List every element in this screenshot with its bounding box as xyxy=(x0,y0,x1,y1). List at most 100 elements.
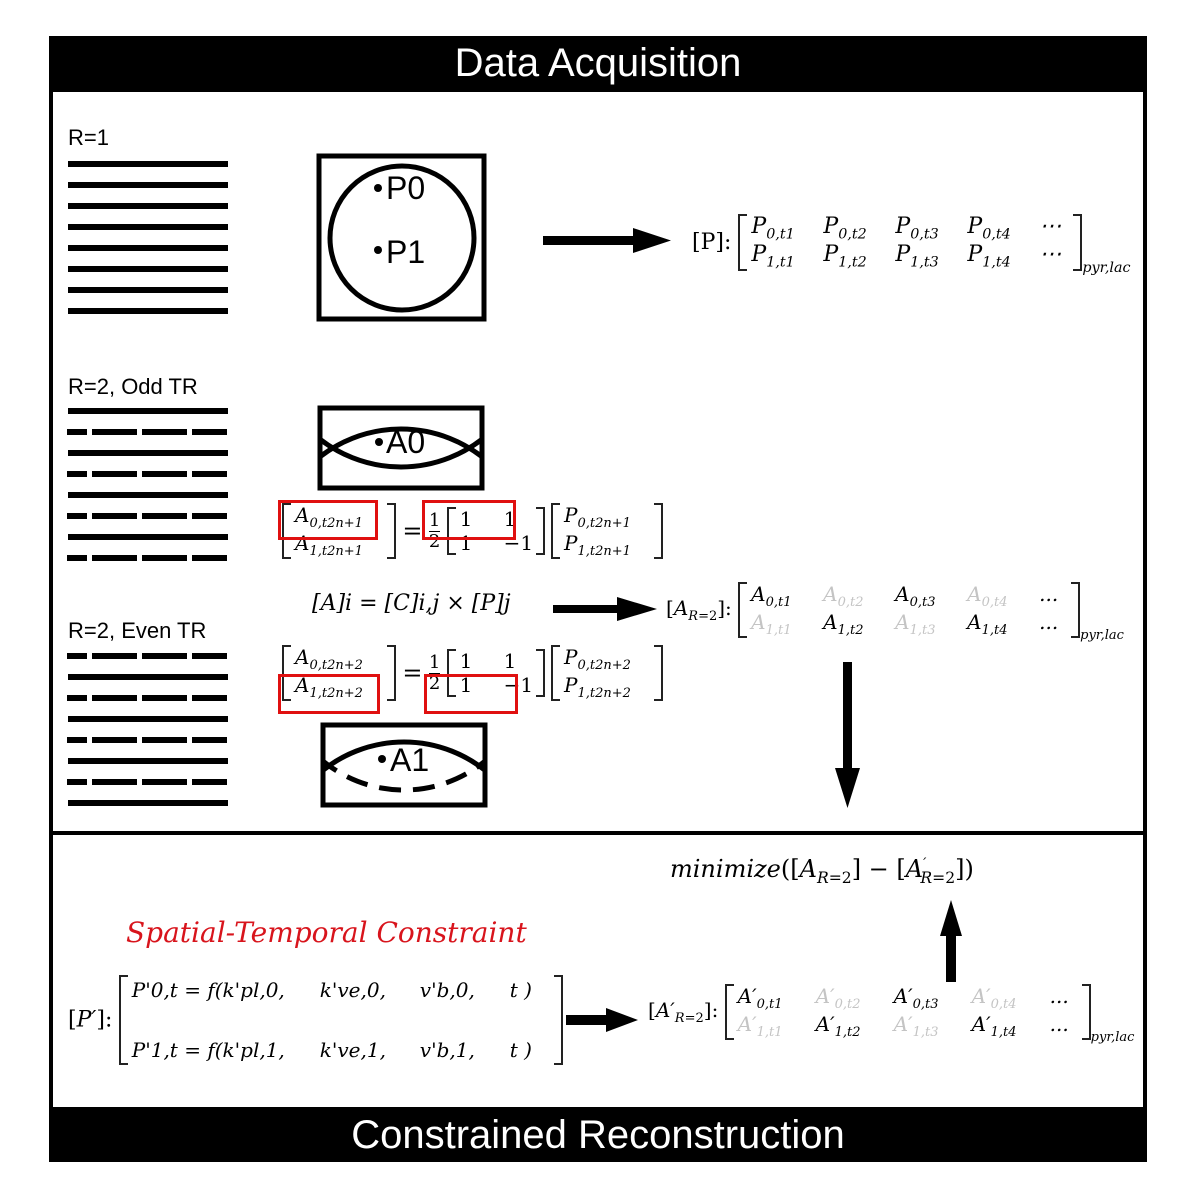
r2-odd-skipped-line-dash xyxy=(192,555,227,561)
p-matrix-cell: P1,t1 xyxy=(751,242,795,271)
even-rhs-cell: P0,t2n+2 xyxy=(564,645,631,673)
r2-odd-skipped-line-dash xyxy=(67,555,87,561)
r2-even-skipped-line-dash xyxy=(192,779,227,785)
p-prime-cell: k've,0, xyxy=(319,978,386,1002)
arrow-right-3 xyxy=(566,1008,638,1032)
r2-odd-acquired-line xyxy=(68,408,228,414)
p-matrix-cell: P0,t4 xyxy=(967,214,1011,243)
even-lhs-row: A1,t2n+2 xyxy=(295,673,383,701)
point-p0-dot xyxy=(374,184,382,192)
a-prime-matrix-cell: ... xyxy=(1049,1012,1069,1036)
a-prime-r2-subscript: pyr,lac xyxy=(1090,1029,1135,1045)
r2-odd-skipped-line-dash xyxy=(67,471,87,477)
a-prime-matrix-cell: ... xyxy=(1049,984,1069,1008)
r2-odd-skipped-line-dash xyxy=(142,513,187,519)
r2-even-skipped-line-dash xyxy=(67,695,87,701)
a-r2-matrix-cell: A0,t1 xyxy=(751,582,792,610)
constrained-reconstruction-footer: Constrained Reconstruction xyxy=(49,1107,1147,1162)
p-prime-cell: t ) xyxy=(509,1038,532,1062)
r2-odd-skipped-line-dash xyxy=(92,513,137,519)
r2-odd-acquired-line xyxy=(68,534,228,540)
r2-odd-skipped-line-dash xyxy=(142,429,187,435)
r1-acquired-line xyxy=(68,203,228,209)
even-coef-matrix-cell: 1 xyxy=(459,673,473,697)
even-coef-matrix-cell: 1 xyxy=(503,649,517,673)
p-matrix-cell: P0,t1 xyxy=(751,214,795,243)
p-prime-row: P'1,t = f(k'pl,1,k've,1,v'b,1,t ) xyxy=(132,1035,550,1065)
highlight-even-lhs xyxy=(278,674,380,714)
r1-acquired-line xyxy=(68,308,228,314)
r2-even-skipped-line-dash xyxy=(142,653,187,659)
even-rhs-row: P0,t2n+2 xyxy=(564,645,650,673)
data-acquisition-header: Data Acquisition xyxy=(49,36,1147,92)
even-coef-matrix-cell: 1 xyxy=(459,649,473,673)
phantom-aliased-even xyxy=(320,722,488,808)
r2-even-skipped-line-dash xyxy=(142,695,187,701)
r1-acquired-line xyxy=(68,287,228,293)
r1-acquired-line xyxy=(68,161,228,167)
r2-even-acquired-line xyxy=(68,800,228,806)
r2-odd-skipped-line-dash xyxy=(92,555,137,561)
p-matrix-cell: P1,t2 xyxy=(823,242,867,271)
r2-odd-skipped-line-dash xyxy=(67,429,87,435)
r2-even-skipped-line-dash xyxy=(92,695,137,701)
r2-odd-acquired-line xyxy=(68,450,228,456)
r2-even-acquired-line xyxy=(68,674,228,680)
frame-right-border xyxy=(1143,36,1147,1162)
constraint-title: Spatial-Temporal Constraint xyxy=(126,916,527,949)
p-prime-cell: k've,1, xyxy=(319,1038,386,1062)
p-prime-cell: v'b,0, xyxy=(419,978,475,1002)
a-r2-matrix-cell: ... xyxy=(1039,610,1059,634)
odd-rhs-row: P0,t2n+1 xyxy=(564,503,650,531)
r2-even-skipped-line-dash xyxy=(92,653,137,659)
phantom-circle xyxy=(327,163,477,313)
p-prime-cell: P'1,t = f(k'pl,1, xyxy=(131,1038,285,1062)
point-a1-dot xyxy=(378,755,386,763)
point-a1-label: A1 xyxy=(390,742,430,778)
phantom-full xyxy=(316,153,487,322)
even-coef-matrix-row: 1 −1 xyxy=(459,673,534,697)
a-prime-matrix-cell: A′0,t3 xyxy=(893,984,939,1012)
a-r2-matrix-cell: A1,t3 xyxy=(895,610,936,638)
a-r2-matrix-cell: A0,t4 xyxy=(967,582,1008,610)
r2-odd-skipped-line-dash xyxy=(92,429,137,435)
p-prime-row: P'0,t = f(k'pl,0,k've,0,v'b,0,t ) xyxy=(132,975,550,1005)
even-lhs-cell: A1,t2n+2 xyxy=(295,673,363,701)
r2-even-skipped-line-dash xyxy=(192,737,227,743)
phantom-frame xyxy=(316,153,487,322)
p-matrix-cell: ⋯ xyxy=(1039,242,1062,268)
r2-even-acquired-line xyxy=(68,716,228,722)
r2-even-skipped-line-dash xyxy=(192,695,227,701)
a-prime-matrix-cell: A′1,t4 xyxy=(971,1012,1017,1040)
label-r1: R=1 xyxy=(68,125,109,150)
r1-acquired-line xyxy=(68,224,228,230)
even-rhs-row: P1,t2n+2 xyxy=(564,673,650,701)
p-matrix-cell: ⋯ xyxy=(1039,214,1062,239)
r2-even-skipped-line-dash xyxy=(142,737,187,743)
point-a0-label: A0 xyxy=(386,424,426,460)
even-lhs-cell: A0,t2n+2 xyxy=(295,645,363,673)
label-r2-odd: R=2, Odd TR xyxy=(68,374,198,399)
a-r2-subscript: pyr,lac xyxy=(1080,627,1124,643)
odd-rhs-cell: P1,t2n+1 xyxy=(564,531,631,559)
r2-odd-skipped-line-dash xyxy=(192,513,227,519)
odd-coef-matrix-cell: 1 xyxy=(459,507,473,531)
a-prime-matrix-cell: A′0,t4 xyxy=(971,984,1017,1012)
even-coef-matrix-cell: −1 xyxy=(503,673,534,697)
highlight-odd-matrix xyxy=(422,500,516,540)
highlight-even-matrix xyxy=(424,674,518,714)
odd-lhs-cell: A0,t2n+1 xyxy=(295,503,363,531)
odd-rhs-cell: P0,t2n+1 xyxy=(564,503,631,531)
p-prime-cell: P'0,t = f(k'pl,0, xyxy=(131,978,285,1002)
r2-even-acquired-line xyxy=(68,758,228,764)
r2-even-skipped-line-dash xyxy=(92,779,137,785)
footer-title: Constrained Reconstruction xyxy=(351,1113,845,1157)
